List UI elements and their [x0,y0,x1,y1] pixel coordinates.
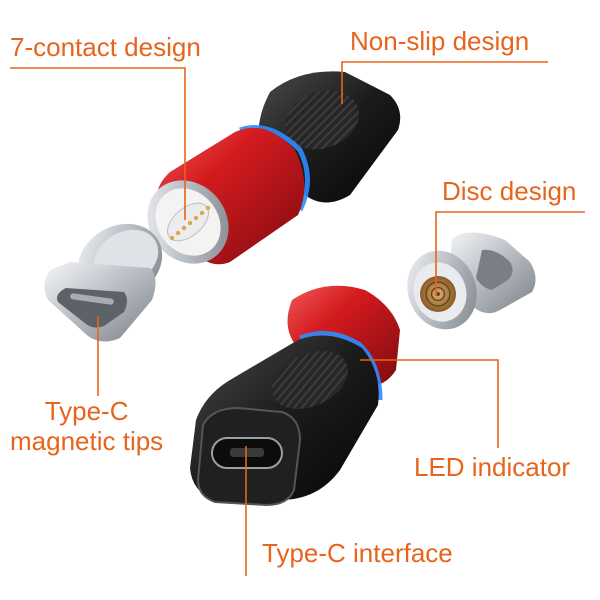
label-non-slip-design: Non-slip design [350,26,530,56]
label-typec-tips-line1: Type-C [44,396,129,426]
leader-disc [435,211,585,296]
leader-nonslip [341,61,548,104]
seven-contacts-icon [169,205,211,241]
label-typec-tips-line2: magnetic tips [10,426,164,456]
label-disc-design: Disc design [442,176,577,206]
leader-7contact [10,67,186,220]
disc-plug-right-icon [407,232,536,330]
leader-led [360,359,499,448]
leader-lines [10,61,585,576]
label-led-indicator: LED indicator [414,452,571,482]
magnetic-adapter-bottom-icon [190,285,400,507]
typec-plug-left-icon [44,223,163,342]
label-typec-magnetic-tips: Type-C magnetic tips [10,396,163,456]
magnetic-adapter-top-icon [147,71,401,265]
label-7-contact-design: 7-contact design [10,32,201,62]
label-typec-interface: Type-C interface [262,538,453,568]
